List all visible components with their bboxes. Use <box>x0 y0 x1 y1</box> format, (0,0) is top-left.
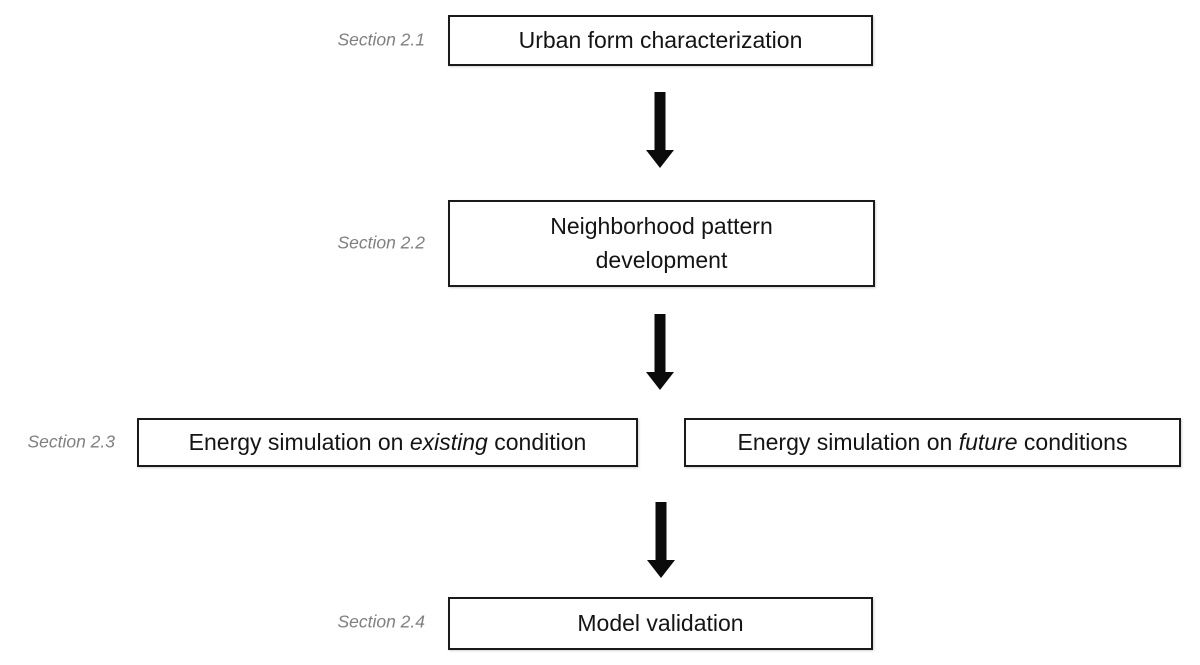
down-arrow-icon <box>646 314 674 390</box>
section-label-2-2: Section 2.2 <box>337 232 425 253</box>
box-label: Urban form characterization <box>518 26 803 53</box>
box-energy-simulation-future: Energy simulation on future conditions <box>684 418 1181 467</box>
box-label-suffix: conditions <box>1017 428 1128 455</box>
box-label-suffix: condition <box>487 428 587 455</box>
box-label: Model validation <box>577 609 744 636</box>
section-label-2-1: Section 2.1 <box>337 29 425 50</box>
box-label-line-1: Neighborhood pattern <box>550 213 773 240</box>
box-label-line-2: development <box>595 246 728 273</box>
box-neighborhood-pattern-development: Neighborhood pattern development <box>448 200 875 287</box>
box-label-emphasis: existing <box>409 428 488 455</box>
section-label-2-3: Section 2.3 <box>27 431 115 452</box>
down-arrow-icon <box>647 502 675 578</box>
box-model-validation: Model validation <box>448 597 873 650</box>
box-label-prefix: Energy simulation on <box>188 428 410 455</box>
box-label: Energy simulation on existing condition <box>189 426 587 459</box>
section-label-2-4: Section 2.4 <box>337 611 425 632</box>
box-label-prefix: Energy simulation on <box>737 428 959 455</box>
box-energy-simulation-existing: Energy simulation on existing condition <box>137 418 638 467</box>
box-label: Energy simulation on future conditions <box>738 426 1128 459</box>
box-label-emphasis: future <box>958 428 1018 455</box>
down-arrow-icon <box>646 92 674 168</box>
box-urban-form-characterization: Urban form characterization <box>448 15 873 66</box>
